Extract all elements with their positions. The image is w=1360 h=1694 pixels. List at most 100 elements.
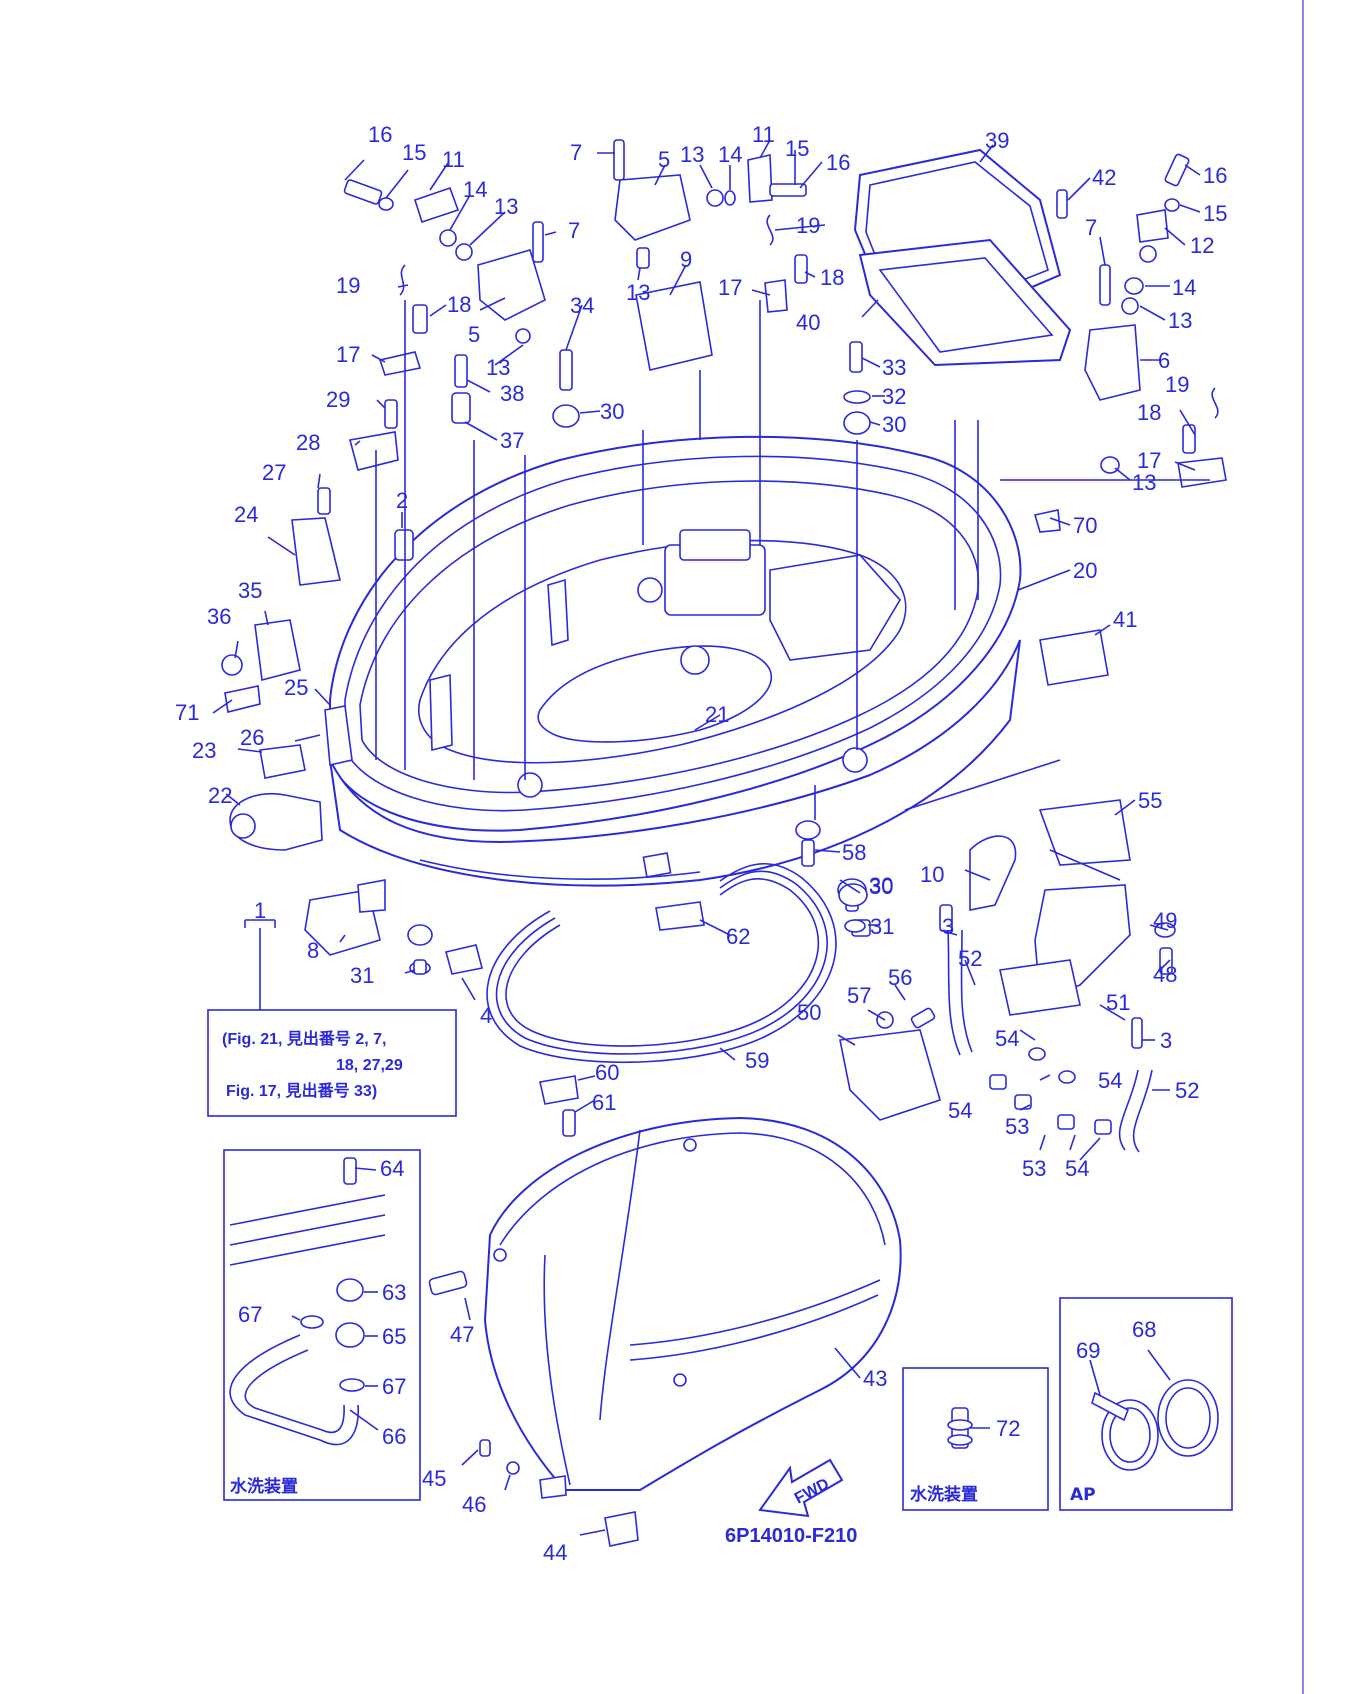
callout: 7 <box>570 140 582 165</box>
callout: 54 <box>948 1098 972 1123</box>
callout: 11 <box>442 147 465 172</box>
callout: 30 <box>600 399 624 424</box>
callout: 16 <box>826 150 850 175</box>
callout: 35 <box>238 578 262 603</box>
note-line-2: 18, 27,29 <box>336 1057 403 1074</box>
callout: 21 <box>705 702 729 727</box>
callout: 63 <box>382 1280 406 1305</box>
callout: 70 <box>1073 513 1097 538</box>
callout: 34 <box>570 293 594 318</box>
bracket-label: 1 <box>254 898 266 923</box>
callout: 13 <box>626 280 650 305</box>
callout: 37 <box>500 428 524 453</box>
callout: 65 <box>382 1324 406 1349</box>
callout: 19 <box>796 213 820 238</box>
callout: 7 <box>568 218 580 243</box>
callout: 22 <box>208 783 232 808</box>
callout: 13 <box>486 355 510 380</box>
note-line-3: Fig. 17, 見出番号 33) <box>226 1081 377 1100</box>
callout: 13 <box>680 142 704 167</box>
callout: 17 <box>336 342 360 367</box>
inset-wash-title: 水洗装置 <box>230 1476 298 1497</box>
inset-wash-device-2: 水洗装置 <box>902 1367 1049 1511</box>
top-plate-assembly <box>853 148 1072 367</box>
callout: 54 <box>1065 1156 1089 1181</box>
callout-labels: 16 15 11 14 13 7 19 18 5 17 13 38 29 37 … <box>175 122 1227 1565</box>
callout: 32 <box>882 384 906 409</box>
callout: 53 <box>1022 1156 1046 1181</box>
callout: 3 <box>1160 1028 1172 1053</box>
callout: 17 <box>1137 448 1161 473</box>
callout: 23 <box>192 738 216 763</box>
callout: 49 <box>1153 908 1177 933</box>
rubber-seal <box>486 862 837 1064</box>
inset-wash2-title: 水洗装置 <box>910 1484 978 1505</box>
callout: 16 <box>1203 163 1227 188</box>
callout: 6 <box>1158 348 1170 373</box>
callout: 56 <box>888 965 912 990</box>
callout: 57 <box>847 983 871 1008</box>
callout: 60 <box>595 1060 619 1085</box>
callout: 4 <box>480 1003 492 1028</box>
note-line-1: (Fig. 21, 見出番号 2, 7, <box>222 1029 386 1048</box>
leader-lines <box>212 139 1210 1536</box>
callout: 13 <box>1132 470 1156 495</box>
callout: 15 <box>1203 201 1227 226</box>
callout: 67 <box>382 1374 406 1399</box>
reference-note-box: 1 (Fig. 21, 見出番号 2, 7, 18, 27,29 Fig. 17… <box>207 898 457 1117</box>
callout: 71 <box>175 700 199 725</box>
callout: 41 <box>1113 607 1137 632</box>
callout: 48 <box>1153 962 1177 987</box>
callout: 54 <box>1098 1068 1122 1093</box>
callout: 25 <box>284 675 308 700</box>
callout: 18 <box>1137 400 1161 425</box>
callout: 72 <box>996 1416 1020 1441</box>
inset-ap-title: AP <box>1070 1485 1096 1505</box>
callout: 59 <box>745 1048 769 1073</box>
callout: 58 <box>842 840 866 865</box>
callout: 36 <box>207 604 231 629</box>
callout: 61 <box>592 1090 616 1115</box>
inset-ap: AP <box>1059 1297 1233 1511</box>
callout: 68 <box>1132 1317 1156 1342</box>
callout: 14 <box>718 142 742 167</box>
callout: 14 <box>1172 275 1196 300</box>
callout: 7 <box>1085 215 1097 240</box>
small-parts <box>221 139 1227 1547</box>
callout: 14 <box>463 177 487 202</box>
callout: 5 <box>468 322 480 347</box>
callout: 66 <box>382 1424 406 1449</box>
callout: 26 <box>240 725 264 750</box>
callout: 64 <box>380 1156 404 1181</box>
callout: 39 <box>985 128 1009 153</box>
callout: 52 <box>958 946 982 971</box>
callout: 47 <box>450 1322 474 1347</box>
callout: 18 <box>447 292 471 317</box>
callout: 69 <box>1076 1338 1100 1363</box>
callout: 13 <box>494 194 518 219</box>
callout: 15 <box>785 136 809 161</box>
callout: 30 <box>869 874 893 899</box>
callout: 55 <box>1138 788 1162 813</box>
callout: 53 <box>1005 1114 1029 1139</box>
callout: 40 <box>796 310 820 335</box>
bottom-cowling <box>329 435 1022 887</box>
callout: 30 <box>882 412 906 437</box>
callout: 38 <box>500 381 524 406</box>
callout: 29 <box>326 387 350 412</box>
callout: 42 <box>1092 165 1116 190</box>
callout: 62 <box>726 924 750 949</box>
callout: 44 <box>543 1540 567 1565</box>
callout: 19 <box>1165 372 1189 397</box>
callout: 28 <box>296 430 320 455</box>
callout: 2 <box>396 488 408 513</box>
callout: 3 <box>942 914 954 939</box>
callout: 9 <box>680 247 692 272</box>
callout: 45 <box>422 1466 446 1491</box>
callout: 8 <box>307 938 319 963</box>
callout: 16 <box>368 122 392 147</box>
callout: 54 <box>995 1026 1019 1051</box>
callout: 17 <box>718 275 742 300</box>
callout: 5 <box>658 147 670 172</box>
